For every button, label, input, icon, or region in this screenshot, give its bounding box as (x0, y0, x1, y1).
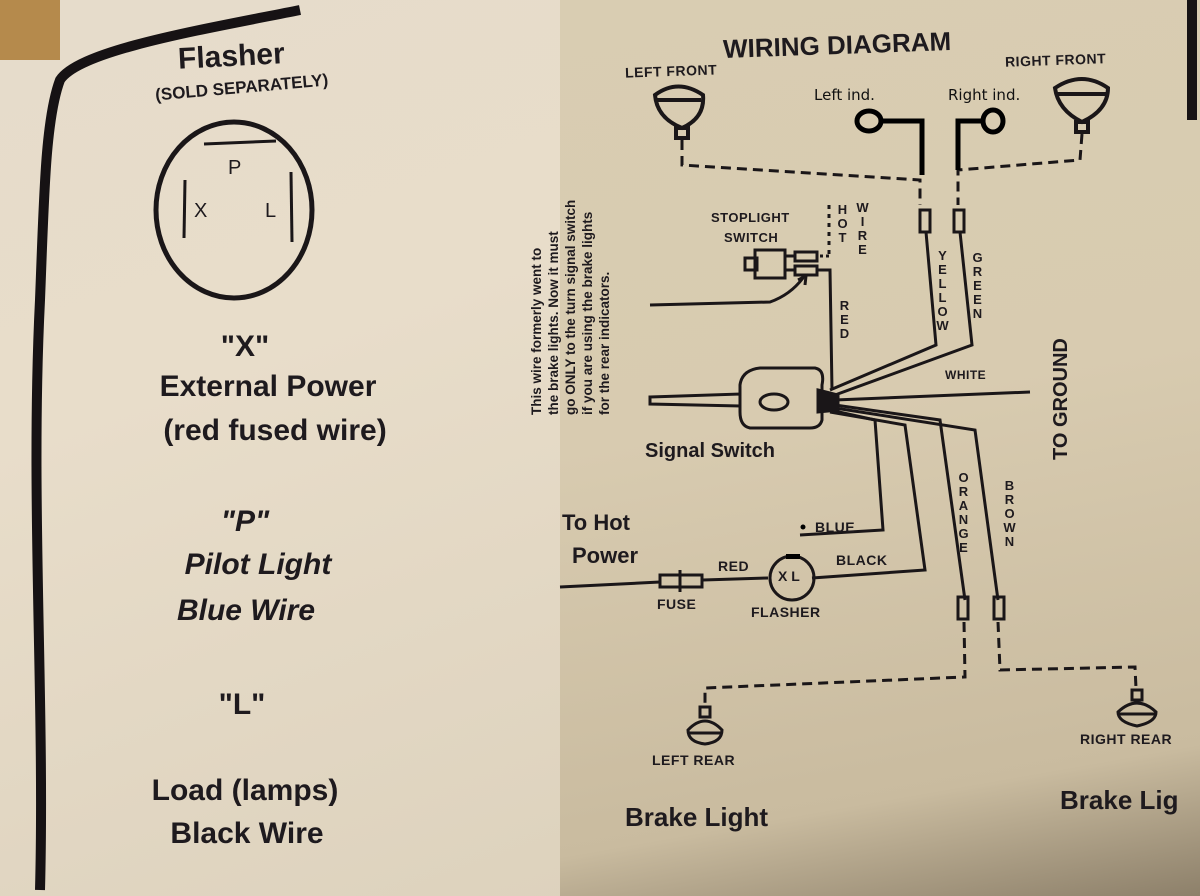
note-line-1: This wire formerly went to (529, 247, 544, 415)
right-front-lamp-icon (1052, 77, 1111, 134)
right-rear-dashed-wire (996, 621, 1138, 689)
stoplight-switch-icon (649, 205, 832, 307)
right-indicator-icon (955, 107, 1006, 170)
blue-terminal-dot (800, 524, 806, 530)
flasher-symbol-icon (153, 119, 315, 301)
right-brake-light-label: Brake Lig (1060, 785, 1179, 815)
red-upper-wire (816, 268, 834, 391)
green-wire (834, 231, 974, 397)
left-front-lamp-icon (652, 84, 706, 140)
left-brake-light-label: Brake Light (625, 802, 769, 832)
background-corner (0, 0, 60, 60)
page-border-line (31, 5, 301, 891)
black-wire-label: BLACK (836, 552, 888, 568)
blue-wire-label: BLUE (815, 519, 856, 535)
brown-wire-label: BROWN (1002, 478, 1017, 548)
yellow-wire (829, 231, 938, 392)
legend-x-line2: (red fused wire) (163, 414, 387, 447)
orange-wire (834, 403, 967, 601)
left-rear-dashed-wire (703, 621, 967, 705)
legend-l-code: "L" (218, 688, 266, 721)
legend-l-line2: Black Wire (170, 817, 324, 850)
left-front-label: LEFT FRONT (624, 61, 718, 81)
hot-power-wire (559, 576, 769, 589)
stoplight-label-line2: SWITCH (724, 230, 779, 245)
black-wire (811, 410, 927, 580)
left-front-dashed-wire (680, 140, 922, 205)
left-rear-label: LEFT REAR (652, 752, 736, 768)
brake-wire-note: This wire formerly went to the brake lig… (528, 200, 613, 415)
red-lower-wire-label: RED (718, 558, 750, 574)
note-line-3: go ONLY to the turn signal switch (563, 199, 578, 415)
terminal-p-label: P (228, 157, 242, 179)
flasher-title: Flasher (177, 37, 286, 76)
right-indicator-label: Right ind. (948, 86, 1021, 104)
note-line-2: the brake lights. Now it must (546, 231, 561, 415)
hot-label: HOT (835, 202, 850, 244)
note-line-5: for the rear indicators. (597, 271, 612, 415)
white-wire-label: WHITE (945, 368, 987, 382)
left-indicator-label: Left ind. (814, 86, 875, 104)
paper-left-page (0, 0, 600, 896)
flasher-pilot-mark (786, 554, 800, 559)
right-rear-lamp-icon (1116, 688, 1158, 728)
signal-switch-label: Signal Switch (645, 440, 776, 462)
orange-wire-label: ORANGE (956, 470, 971, 554)
brown-wire (834, 406, 1000, 601)
green-connector (952, 208, 966, 234)
paper-right-page (560, 0, 1200, 896)
legend-p-code: "P" (220, 505, 270, 538)
note-line-4: if you are using the brake lights (580, 211, 595, 415)
legend-p-line2: Blue Wire (176, 594, 316, 627)
signal-switch-icon (648, 366, 840, 430)
green-wire-label: GREEN (970, 250, 985, 320)
left-indicator-icon (854, 108, 925, 175)
red-upper-wire-label: RED (837, 298, 852, 340)
yellow-wire-label: YELLOW (935, 248, 950, 332)
wire-label: WIRE (855, 200, 870, 256)
yellow-connector (918, 208, 932, 234)
legend-l-line1: Load (lamps) (151, 774, 339, 807)
orange-connector (956, 595, 970, 621)
legend-x-code: "X" (220, 330, 270, 363)
right-front-dashed-wire (956, 133, 1084, 205)
stoplight-label-line1: STOPLIGHT (711, 210, 790, 225)
terminal-x-label: X (194, 200, 208, 222)
to-ground-label: TO GROUND (1050, 338, 1072, 460)
terminal-l-label: L (265, 200, 277, 222)
brown-connector (992, 595, 1006, 621)
flasher-unit-symbol: X L (778, 568, 800, 584)
flasher-label: FLASHER (751, 604, 821, 620)
white-wire (834, 390, 1031, 402)
legend-x-line1: External Power (159, 370, 377, 403)
legend-p-line1: Pilot Light (184, 548, 332, 581)
right-rear-label: RIGHT REAR (1080, 731, 1173, 747)
to-hot-power-line1: To Hot (562, 510, 631, 535)
left-rear-lamp-icon (686, 705, 724, 746)
fuse-icon (658, 570, 704, 592)
to-hot-power-line2: Power (572, 543, 639, 568)
fuse-label: FUSE (657, 596, 697, 612)
